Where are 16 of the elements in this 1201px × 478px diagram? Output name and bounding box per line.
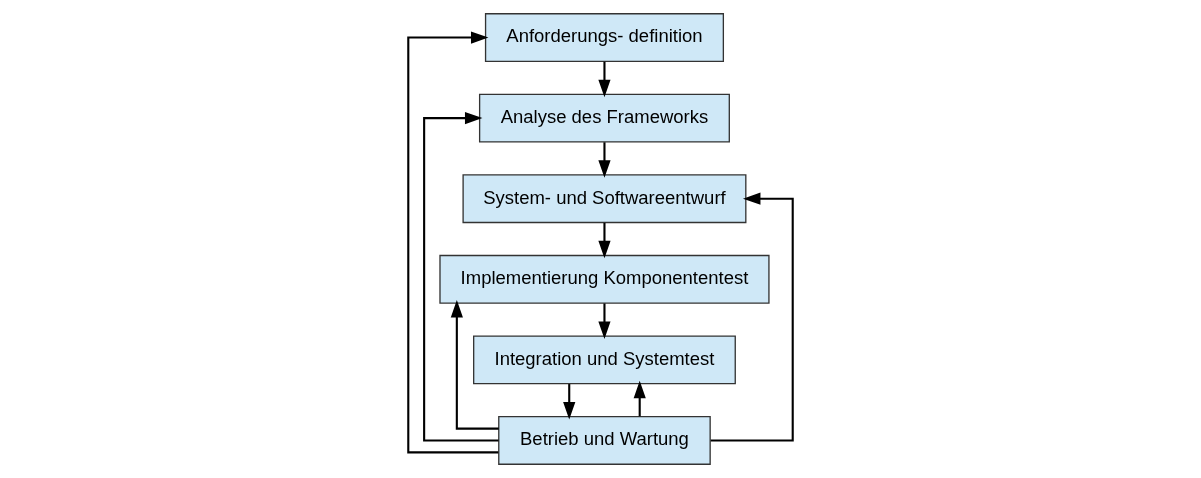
node-box: Analyse des Frameworks: [478, 93, 730, 143]
node-box: Anforderungs- definition: [484, 13, 724, 62]
arrow: [633, 380, 646, 417]
arrow: [598, 303, 611, 339]
arrow: [598, 142, 611, 178]
node-box: Implementierung Komponententest: [439, 254, 770, 304]
node-box: Integration und Systemtest: [473, 335, 736, 385]
arrow: [598, 222, 611, 259]
arrow: [407, 31, 499, 454]
arrow: [563, 384, 576, 420]
node-box: Betrieb und Wartung: [498, 416, 711, 465]
arrow: [598, 61, 611, 98]
arrow: [450, 300, 499, 430]
node-box: System- und Softwareentwurf: [462, 174, 747, 224]
arrow: [710, 192, 794, 442]
arrow: [423, 112, 499, 442]
